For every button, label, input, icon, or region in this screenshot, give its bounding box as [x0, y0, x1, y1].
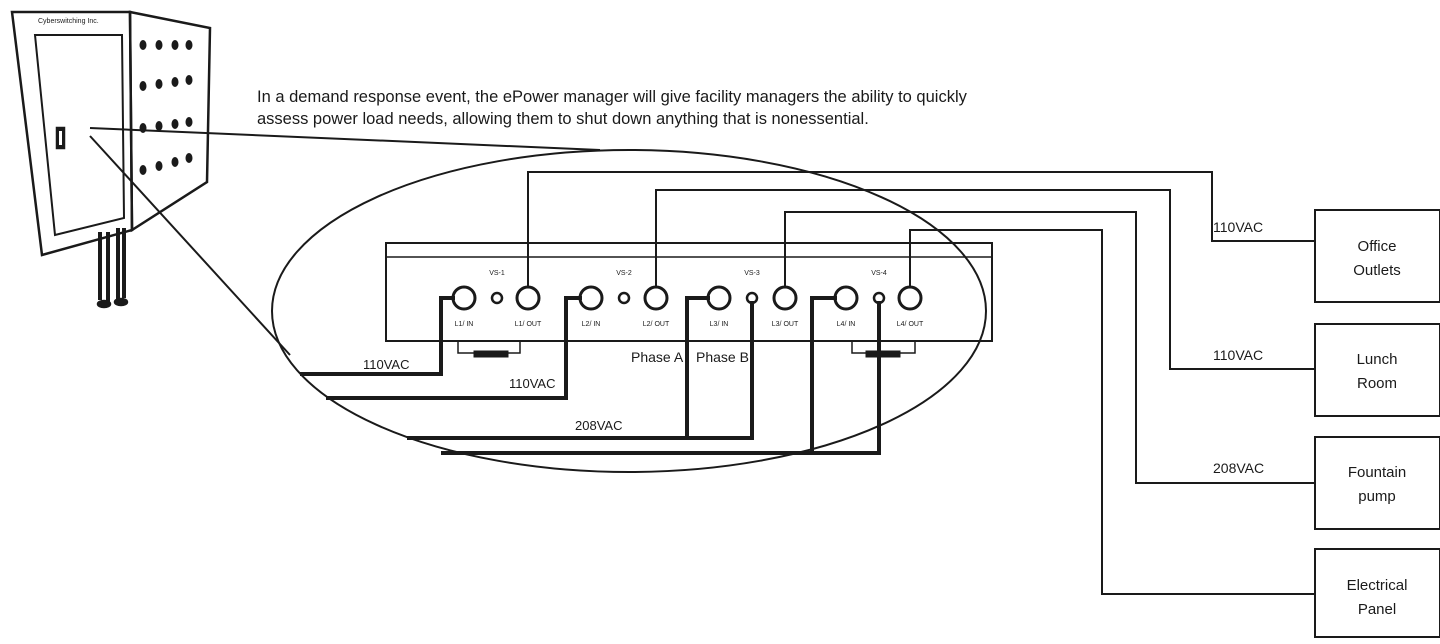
input-wire-l3	[407, 296, 710, 440]
load-box-lunch-room: Lunch Room	[1314, 323, 1440, 417]
cabinet-door	[33, 34, 126, 237]
load-label-panel-line2: Panel	[1358, 601, 1396, 618]
zoom-callout-lines	[89, 127, 601, 356]
switch-label-vs3: VS-3	[744, 270, 760, 277]
caption-text: In a demand response event, the ePower m…	[257, 86, 1137, 130]
output-wire-office	[527, 171, 1315, 287]
output-voltage-lunch: 110VAC	[1213, 347, 1263, 363]
input-voltage-feed2: 110VAC	[509, 376, 556, 391]
port-label-l1-in: L1/ IN	[455, 321, 474, 328]
load-label-fountain-line2: pump	[1358, 488, 1396, 505]
port-label-l3-in: L3/ IN	[710, 321, 729, 328]
load-label-office-line2: Outlets	[1353, 262, 1401, 279]
output-wire-panel	[909, 229, 1315, 595]
load-label-lunch-line1: Lunch	[1357, 351, 1398, 368]
switch-label-vs4: VS-4	[871, 270, 887, 277]
output-voltage-office: 110VAC	[1213, 219, 1263, 235]
output-wires	[527, 171, 1315, 595]
input-wire-l3-phase-b	[685, 301, 754, 440]
input-wire-l1	[300, 296, 455, 376]
output-voltage-fountain: 208VAC	[1213, 460, 1264, 476]
load-box-electrical-panel: Electrical Panel	[1314, 548, 1440, 638]
load-label-panel-line1: Electrical	[1347, 577, 1408, 594]
breaker-dots	[139, 40, 193, 175]
switch-label-vs1: VS-1	[489, 270, 505, 277]
load-label-lunch-line2: Room	[1357, 375, 1397, 392]
output-wire-fountain	[784, 211, 1315, 484]
input-wire-l4	[441, 296, 837, 455]
input-voltage-feed1: 110VAC	[363, 357, 410, 372]
switch-label-vs2: VS-2	[616, 270, 632, 277]
port-label-l4-in: L4/ IN	[837, 321, 856, 328]
input-wire-l4-phase-b	[810, 301, 881, 455]
phase-b-label: Phase B	[696, 349, 749, 365]
cabinet-front-frame	[10, 10, 134, 257]
input-wire-l2	[326, 296, 582, 400]
port-label-l2-in: L2/ IN	[582, 321, 601, 328]
port-label-l4-out: L4/ OUT	[897, 321, 924, 328]
zoom-ellipse	[271, 149, 987, 473]
port-label-l3-out: L3/ OUT	[772, 321, 799, 328]
electrical-cabinet	[10, 10, 212, 309]
caption-line-2: assess power load needs, allowing them t…	[257, 110, 869, 128]
load-box-fountain-pump: Fountain pump	[1314, 436, 1440, 530]
input-wires	[300, 296, 881, 455]
caption-line-1: In a demand response event, the ePower m…	[257, 88, 967, 106]
input-voltage-feed3: 208VAC	[575, 418, 622, 433]
phase-a-label: Phase A	[631, 349, 684, 365]
load-box-office-outlets: Office Outlets	[1314, 209, 1440, 303]
output-wire-lunch	[655, 189, 1315, 370]
cabinet-brand-label: Cyberswitching Inc.	[38, 18, 99, 25]
load-label-office-line1: Office	[1358, 238, 1397, 255]
port-label-l1-out: L1/ OUT	[515, 321, 542, 328]
port-label-l2-out: L2/ OUT	[643, 321, 670, 328]
load-label-fountain-line1: Fountain	[1348, 464, 1406, 481]
